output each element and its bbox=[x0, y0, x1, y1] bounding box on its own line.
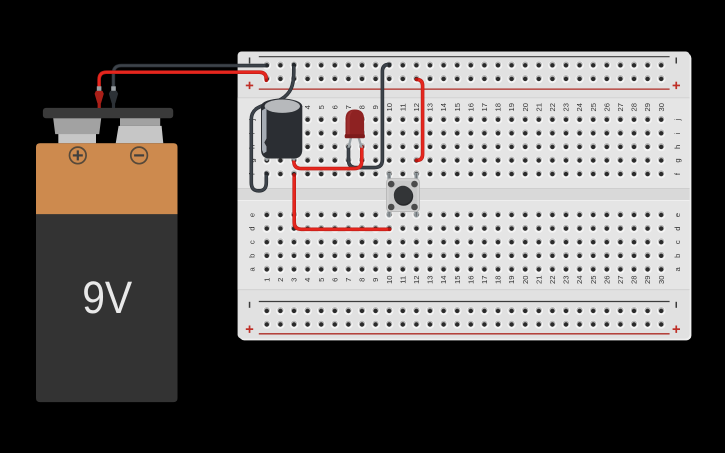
svg-text:4: 4 bbox=[303, 278, 312, 282]
svg-text:18: 18 bbox=[494, 103, 503, 111]
svg-text:3: 3 bbox=[290, 278, 299, 282]
svg-text:12: 12 bbox=[412, 103, 421, 111]
svg-text:14: 14 bbox=[439, 103, 448, 111]
svg-text:2: 2 bbox=[276, 278, 285, 282]
svg-text:c: c bbox=[247, 240, 256, 244]
svg-text:27: 27 bbox=[616, 276, 625, 284]
svg-text:14: 14 bbox=[439, 276, 448, 284]
svg-text:21: 21 bbox=[534, 276, 543, 284]
svg-text:24: 24 bbox=[575, 103, 584, 111]
svg-text:30: 30 bbox=[657, 103, 666, 111]
svg-text:d: d bbox=[247, 226, 256, 230]
svg-text:28: 28 bbox=[630, 276, 639, 284]
svg-text:13: 13 bbox=[426, 103, 435, 111]
svg-text:27: 27 bbox=[616, 103, 625, 111]
svg-text:30: 30 bbox=[657, 276, 666, 284]
svg-text:26: 26 bbox=[602, 103, 611, 111]
svg-text:21: 21 bbox=[534, 103, 543, 111]
svg-text:9: 9 bbox=[371, 278, 380, 282]
svg-text:11: 11 bbox=[398, 276, 407, 284]
svg-text:8: 8 bbox=[358, 105, 367, 109]
svg-text:8: 8 bbox=[358, 278, 367, 282]
svg-text:19: 19 bbox=[507, 103, 516, 111]
svg-text:17: 17 bbox=[480, 103, 489, 111]
svg-text:13: 13 bbox=[426, 276, 435, 284]
svg-text:11: 11 bbox=[398, 103, 407, 111]
svg-text:17: 17 bbox=[480, 276, 489, 284]
svg-text:26: 26 bbox=[602, 276, 611, 284]
svg-text:9: 9 bbox=[371, 105, 380, 109]
svg-text:b: b bbox=[247, 254, 256, 258]
svg-text:e: e bbox=[673, 213, 682, 217]
svg-text:18: 18 bbox=[494, 276, 503, 284]
svg-text:28: 28 bbox=[630, 103, 639, 111]
svg-text:6: 6 bbox=[330, 278, 339, 282]
svg-text:12: 12 bbox=[412, 276, 421, 284]
svg-text:9V: 9V bbox=[82, 272, 132, 323]
svg-text:a: a bbox=[673, 267, 682, 272]
svg-text:15: 15 bbox=[453, 103, 462, 111]
svg-text:5: 5 bbox=[317, 105, 326, 109]
svg-text:7: 7 bbox=[344, 278, 353, 282]
svg-text:29: 29 bbox=[643, 103, 652, 111]
svg-text:15: 15 bbox=[453, 276, 462, 284]
svg-text:a: a bbox=[247, 267, 256, 272]
svg-text:j: j bbox=[673, 119, 682, 122]
svg-text:10: 10 bbox=[385, 103, 394, 111]
svg-text:20: 20 bbox=[521, 276, 530, 284]
svg-text:22: 22 bbox=[548, 276, 557, 284]
svg-text:22: 22 bbox=[548, 103, 557, 111]
svg-text:e: e bbox=[247, 213, 256, 217]
svg-text:h: h bbox=[673, 145, 682, 149]
svg-text:10: 10 bbox=[385, 276, 394, 284]
svg-text:24: 24 bbox=[575, 276, 584, 284]
svg-text:c: c bbox=[673, 240, 682, 244]
svg-text:6: 6 bbox=[330, 105, 339, 109]
svg-text:19: 19 bbox=[507, 276, 516, 284]
svg-text:g: g bbox=[673, 158, 682, 162]
svg-text:1: 1 bbox=[262, 278, 271, 282]
svg-text:4: 4 bbox=[303, 105, 312, 109]
svg-text:f: f bbox=[673, 172, 682, 175]
svg-text:23: 23 bbox=[562, 103, 571, 111]
svg-text:i: i bbox=[673, 132, 682, 134]
svg-text:b: b bbox=[673, 254, 682, 258]
svg-text:29: 29 bbox=[643, 276, 652, 284]
svg-text:23: 23 bbox=[562, 276, 571, 284]
svg-text:25: 25 bbox=[589, 103, 598, 111]
svg-text:d: d bbox=[673, 226, 682, 230]
svg-text:5: 5 bbox=[317, 278, 326, 282]
svg-text:16: 16 bbox=[466, 276, 475, 284]
svg-text:16: 16 bbox=[466, 103, 475, 111]
svg-text:7: 7 bbox=[344, 105, 353, 109]
svg-text:25: 25 bbox=[589, 276, 598, 284]
svg-text:20: 20 bbox=[521, 103, 530, 111]
